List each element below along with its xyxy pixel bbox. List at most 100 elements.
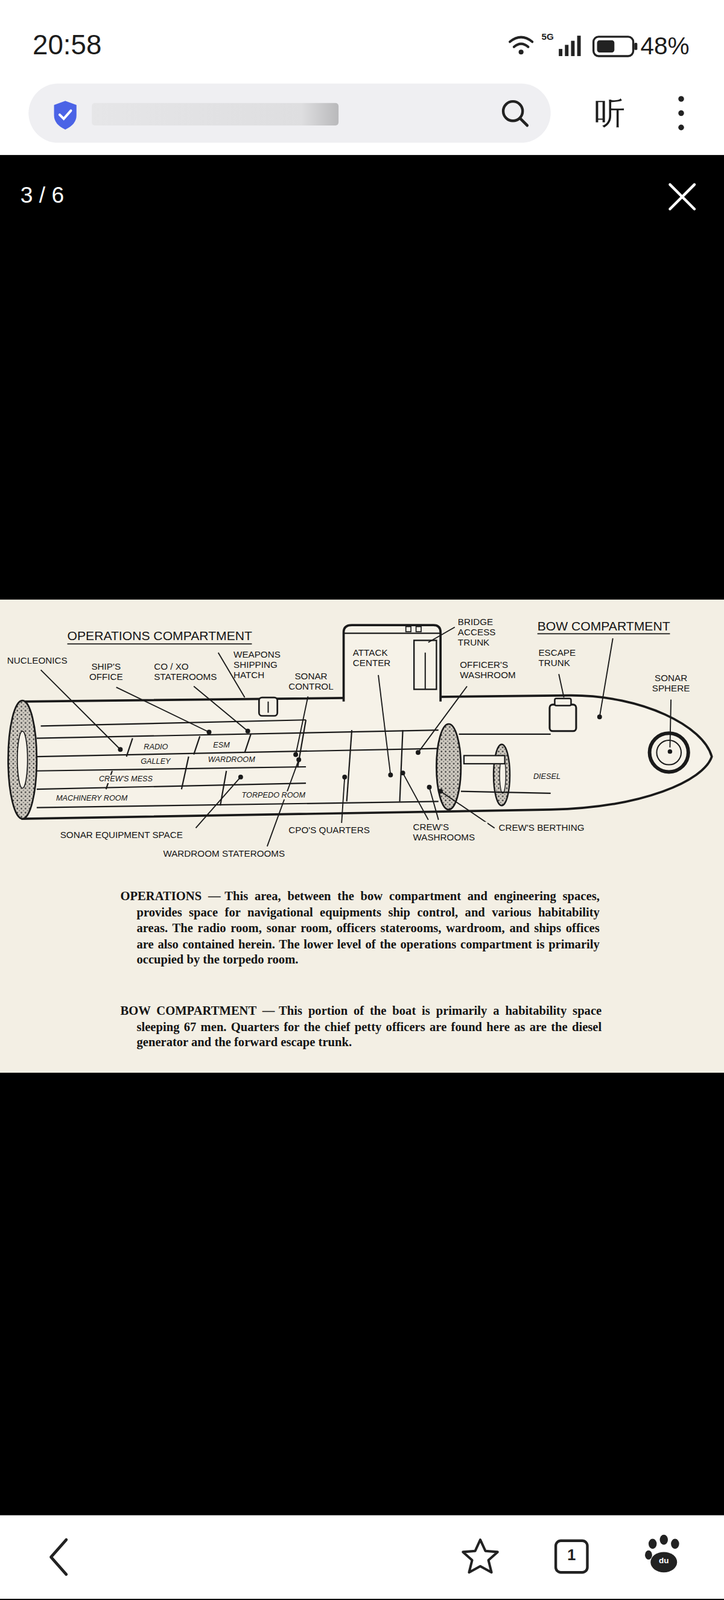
deck-lines-part [460,791,551,794]
address-bar-part [59,110,72,119]
submarine-hull-part [17,731,28,789]
section-heading: BOW COMPARTMENT [537,619,671,635]
sail-part [416,626,422,632]
room-label: DIESEL [532,772,562,782]
part-label: CO / XO STATEROOMS [153,661,224,683]
room-label: TORPEDO ROOM [240,791,307,801]
page-counter: 3 / 6 [20,183,64,209]
close-icon-part [669,184,695,210]
sonar-sphere-part [656,740,682,766]
leader-lines-part [296,757,301,762]
diagram-sheet-part [0,599,724,1073]
leader-lines-part [418,685,467,753]
status-bar [0,0,724,156]
bottom-nav-part [644,1550,653,1560]
leader-lines-part [193,685,248,731]
status-bar-part [597,40,615,53]
submarine-hull-part [22,695,712,820]
leader-lines-part [558,673,564,698]
clock-time: 20:58 [32,29,102,61]
weapons-hatch-part [267,701,269,714]
part-label: OFFICER'S WASHROOM [459,660,528,681]
part-label: SONAR SPHERE [645,672,697,694]
escape-trunk-part [549,704,577,732]
leader-lines-part [196,777,241,829]
address-bar-part [54,100,77,130]
deck-lines [36,719,551,808]
room-label: GALLEY [139,757,172,767]
address-bar-part [678,110,684,116]
status-bar-part [509,37,533,48]
torpedo-tube [463,755,505,764]
sail [343,625,442,702]
leader-lines-part [597,714,602,719]
part-label: BRIDGE ACCESS TRUNK [457,617,510,648]
deck-lines-part [193,736,200,755]
leader-lines-part [238,775,243,779]
leader-lines-part [403,772,429,820]
part-label: ATTACK CENTER [351,647,407,668]
deck-lines-part [244,734,251,753]
sail-part [406,626,411,632]
part-label: SONAR EQUIPMENT SPACE [59,830,185,841]
battery-level: 48% [640,32,690,60]
bottom-nav [0,1515,724,1600]
bottom-nav-part [650,1551,677,1573]
leader-lines-part [295,696,308,755]
leader-lines-part [669,699,671,747]
status-bar-part-part [570,41,575,57]
sonar-sphere-part [667,749,673,754]
status-bar-part-part [558,48,563,57]
submarine-hull-part [8,700,37,819]
part-label: WARDROOM STATEROOMS [162,848,286,859]
leader-lines-part [118,747,122,752]
description-paragraph: OPERATIONS —This area, between the bow c… [120,889,600,969]
leader-lines-part [116,687,210,732]
address-bar [28,83,684,143]
address-bar-part [520,118,528,126]
bottom-nav-part [462,1539,498,1573]
bottom-nav-part [0,1515,724,1600]
deck-lines-part [36,766,306,772]
room-label: ESM [212,741,232,750]
leader-lines [41,626,672,846]
sail-part [343,632,442,634]
room-label: RADIO [142,743,170,752]
bottom-nav-part [670,1538,680,1549]
leader-lines-part [438,789,443,794]
leader-lines-part [378,675,391,776]
bottom-nav-part [648,1538,658,1549]
leader-lines-part [428,626,455,642]
deck-lines-part [220,771,227,806]
weapons-hatch [258,697,277,716]
submarine-hull [8,695,712,820]
leader-lines-part [401,771,405,775]
part-label: ESCAPE TRUNK [538,647,590,668]
sonar-sphere-part [649,733,689,772]
leader-lines-part [388,772,393,777]
status-bar-part-part [564,44,569,57]
address-bar-part [91,103,339,126]
torpedo-tube-part [463,755,505,764]
deck-lines-part [41,719,306,726]
status-bar-part-part [577,35,582,57]
leader-lines-part [246,729,250,734]
sail-part [413,640,437,690]
network-type: 5G [541,31,554,42]
leader-lines-part [293,752,298,757]
deck-lines-part [36,730,439,739]
deck-lines-part [346,730,352,802]
status-bar-part [593,36,634,57]
deck-lines-part [181,756,189,790]
room-label: WARDROOM [206,755,256,764]
bottom-nav-part [555,1540,588,1573]
room-label: CREW'S MESS [97,775,154,784]
weapons-hatch-part [258,697,277,716]
address-bar-part [28,83,551,143]
part-label: CREW'S BERTHING [497,822,586,834]
description-paragraph: BOW COMPARTMENT —This portion of the boa… [120,1003,602,1052]
status-bar-part [558,35,581,57]
status-bar-part [0,0,724,156]
deck-lines-part [36,783,306,790]
